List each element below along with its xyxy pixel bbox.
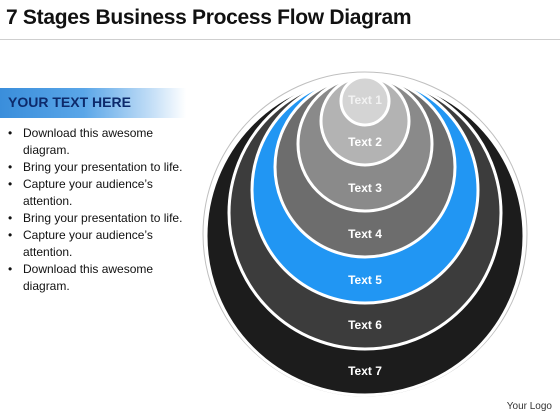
bullet-dot-icon: • [8, 160, 13, 174]
stage-3-label: Text 3 [348, 181, 382, 195]
stage-6-label: Text 6 [348, 318, 382, 332]
stage-1-circle [339, 75, 391, 127]
bullet-item: • Bring your presentation to life. [6, 159, 192, 176]
stage-2-label: Text 2 [348, 135, 382, 149]
bullet-text: Download this awesome diagram. [23, 126, 154, 157]
bullet-text: Bring your presentation to life. [23, 211, 183, 225]
title-divider [0, 39, 560, 40]
footer-logo-text: Your Logo [506, 401, 552, 412]
stage-7-label: Text 7 [348, 364, 382, 378]
bullet-item: • Capture your audience’s attention. [6, 176, 192, 210]
bullet-text: Capture your audience’s attention. [23, 228, 153, 259]
bullet-item: • Bring your presentation to life. [6, 210, 192, 227]
bullet-dot-icon: • [8, 262, 13, 276]
stage-4-label: Text 4 [348, 227, 382, 241]
page-title: 7 Stages Business Process Flow Diagram [6, 6, 412, 29]
bullet-dot-icon: • [8, 211, 13, 225]
bullet-text: Download this awesome diagram. [23, 262, 154, 293]
text-heading: YOUR TEXT HERE [8, 94, 131, 110]
bullet-dot-icon: • [8, 126, 13, 140]
text-heading-band: YOUR TEXT HERE [0, 88, 186, 118]
bullet-text: Bring your presentation to life. [23, 160, 183, 174]
bullet-dot-icon: • [8, 177, 13, 191]
bullet-list: • Download this awesome diagram. • Bring y… [6, 125, 192, 295]
bullet-item: • Download this awesome diagram. [6, 261, 192, 295]
stage-1-label: Text 1 [348, 93, 382, 107]
stage-5-label: Text 5 [348, 273, 382, 287]
bullet-text: Capture your audience’s attention. [23, 177, 153, 208]
bullet-item: • Download this awesome diagram. [6, 125, 192, 159]
bullet-dot-icon: • [8, 228, 13, 242]
bullet-item: • Capture your audience’s attention. [6, 227, 192, 261]
